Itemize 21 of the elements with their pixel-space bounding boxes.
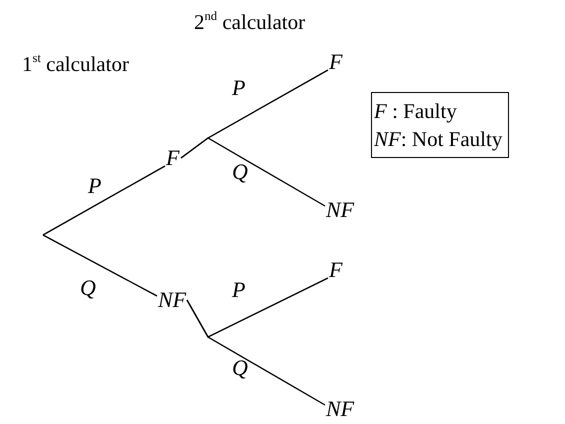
outcome-label: F	[329, 50, 342, 74]
probability-label: Q	[80, 276, 96, 300]
probability-label: Q	[232, 356, 248, 380]
outcome-label: NF	[326, 198, 354, 222]
probability-label: P	[88, 174, 102, 198]
tree-branch	[42, 234, 158, 297]
key-entry: NF: Not Faulty	[374, 126, 502, 153]
probability-label: P	[232, 278, 246, 302]
stage-heading: 2$^{nd}$ calculator	[194, 10, 306, 34]
tree-branch	[180, 137, 326, 207]
outcome-label: F	[166, 146, 180, 170]
probability-label: P	[232, 76, 246, 100]
key-box	[371, 92, 510, 158]
probability-label: Q	[232, 160, 248, 184]
tree-branch	[42, 165, 166, 236]
stage-heading: 1$^{st}$ calculator	[22, 52, 129, 76]
outcome-label: NF	[158, 288, 186, 312]
key-entry: F : Faulty	[374, 98, 458, 125]
outcome-label: F	[329, 258, 342, 282]
tree-branch	[186, 300, 326, 406]
outcome-label: NF	[326, 397, 354, 421]
